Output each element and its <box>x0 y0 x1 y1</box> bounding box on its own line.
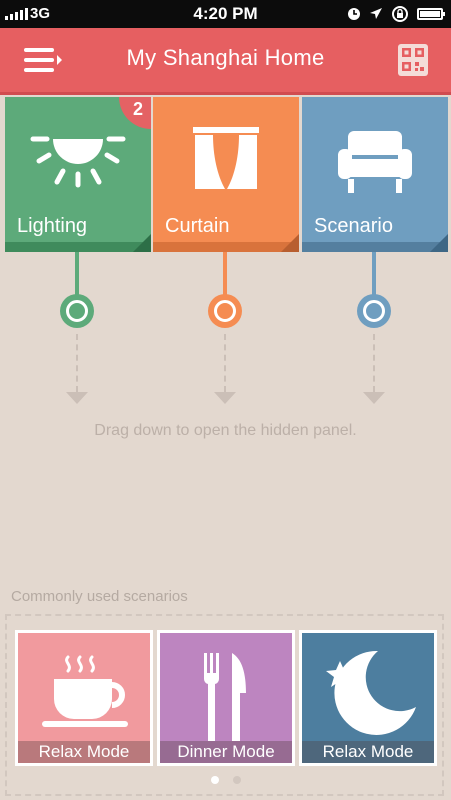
arrow-down-icon <box>66 392 88 404</box>
signal-strength-icon <box>5 8 28 20</box>
tile-label: Lighting <box>17 215 88 237</box>
scenario-card-dinner[interactable]: Dinner Mode <box>157 630 295 766</box>
status-time: 4:20 PM <box>193 4 258 23</box>
tile-curtain[interactable]: Curtain <box>153 97 299 252</box>
page-dot[interactable] <box>232 776 241 784</box>
tile-lighting[interactable]: 2 Lighting <box>5 97 151 252</box>
pull-handle-curtain[interactable] <box>208 294 242 328</box>
pull-handle-scenario[interactable] <box>357 294 391 328</box>
fork-knife-icon <box>203 653 246 741</box>
coffee-cup-icon <box>42 655 128 727</box>
tile-label: Curtain <box>165 215 230 237</box>
qr-code-icon <box>398 44 428 76</box>
tile-label: Scenario <box>314 215 393 237</box>
light-icon <box>30 136 126 188</box>
curtain-icon <box>193 127 259 189</box>
rotation-lock-icon <box>392 6 408 22</box>
battery-icon <box>417 8 445 20</box>
pull-handle-lighting[interactable] <box>60 294 94 328</box>
menu-icon <box>24 48 62 72</box>
moon-star-icon <box>326 650 416 735</box>
scenario-card-night[interactable]: Relax Mode <box>299 630 437 766</box>
notification-badge: 2 <box>119 97 151 129</box>
section-title: Commonly used scenarios <box>11 588 188 605</box>
scenario-label: Relax Mode <box>302 741 434 763</box>
scenarios-panel <box>5 614 444 796</box>
page-title: My Shanghai Home <box>126 45 325 70</box>
carrier-label: 3G <box>30 5 51 22</box>
armchair-icon <box>338 131 412 193</box>
scenario-label: Dinner Mode <box>160 741 292 763</box>
menu-button[interactable] <box>24 44 64 76</box>
scenario-label: Relax Mode <box>18 741 150 763</box>
arrow-down-icon <box>214 392 236 404</box>
page-dot-active[interactable] <box>210 776 219 784</box>
clock-icon <box>348 8 360 20</box>
qr-code-button[interactable] <box>397 43 429 77</box>
page-indicator[interactable] <box>0 776 451 784</box>
header-bar: My Shanghai Home <box>0 28 451 95</box>
scenario-card-relax[interactable]: Relax Mode <box>15 630 153 766</box>
drag-hint: Drag down to open the hidden panel. <box>94 422 357 439</box>
arrow-down-icon <box>363 392 385 404</box>
status-bar: 3G 4:20 PM <box>0 0 451 28</box>
location-arrow-icon <box>370 8 382 19</box>
tile-scenario[interactable]: Scenario <box>302 97 448 252</box>
